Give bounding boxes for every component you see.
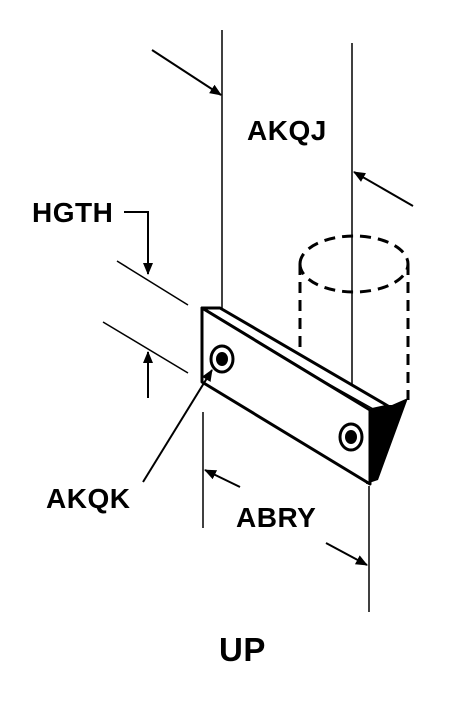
arrow-akqj-right (353, 171, 414, 207)
arrow-abry-left (204, 469, 241, 488)
dimension-arrows (124, 49, 414, 566)
extension-lines (202, 30, 370, 612)
dimension-label-hgth: HGTH (32, 197, 114, 228)
dimension-label-abry: ABRY (236, 502, 317, 533)
bracket-plate (200, 306, 408, 486)
arrow-abry-right (325, 542, 368, 566)
akqk-leader (142, 369, 213, 483)
orientation-label-up: UP (219, 631, 266, 668)
dimension-label-akqj: AKQJ (247, 115, 327, 146)
dimension-label-akqk: AKQK (46, 483, 131, 514)
hgth-leader (124, 211, 153, 275)
mounting-holes (209, 344, 364, 452)
hidden-cylinder (298, 234, 410, 400)
arrow-akqj-left (151, 49, 222, 96)
thickness-extension-lines (102, 260, 189, 374)
